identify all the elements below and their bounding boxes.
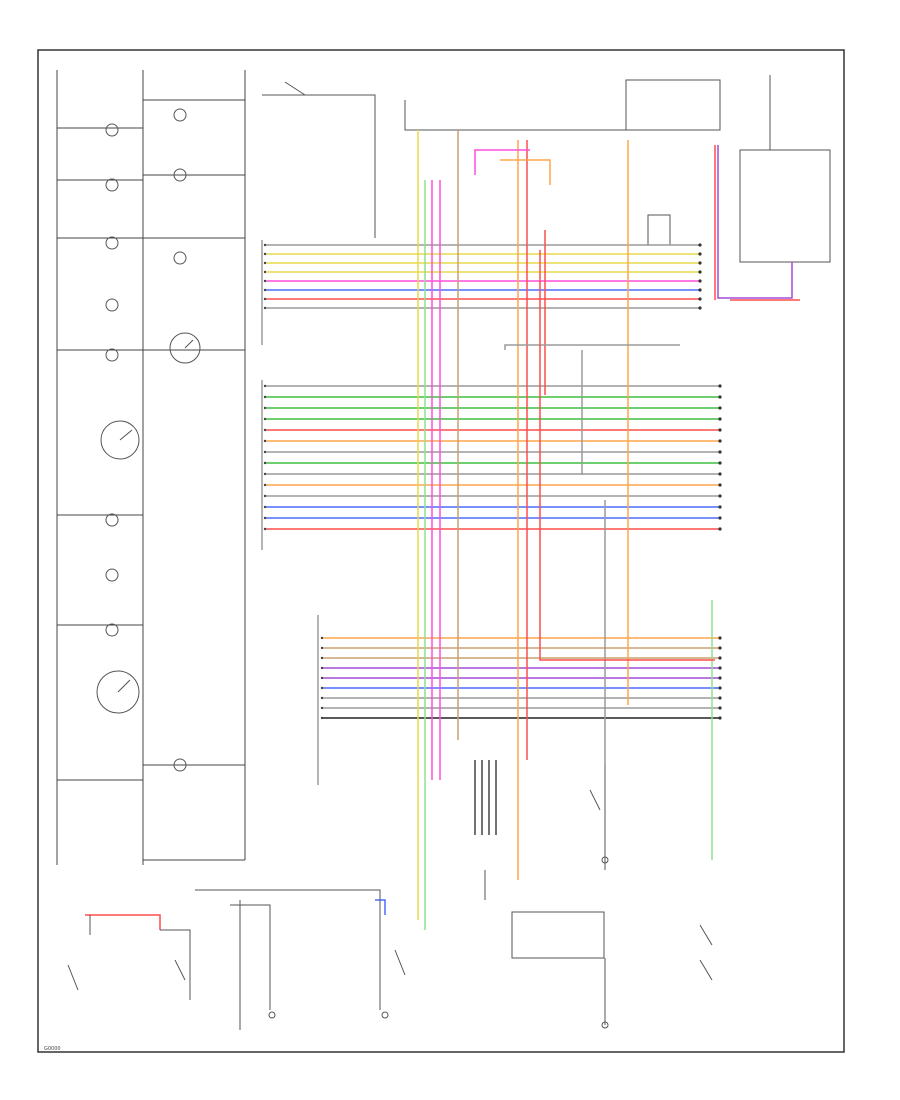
- lamp-icon: [105, 298, 119, 312]
- wire-terminal: [718, 494, 722, 498]
- connector-pin: [320, 716, 324, 720]
- indicator-lamps: [105, 108, 187, 772]
- wire-bus-lower: [320, 636, 722, 720]
- wire-terminal: [698, 270, 702, 274]
- connector-pin: [263, 472, 267, 476]
- fuel-gauge-icon: [169, 332, 201, 364]
- wire-terminal: [718, 716, 722, 720]
- wire-terminal: [698, 279, 702, 283]
- connector-pin: [320, 706, 324, 710]
- wire-terminal: [718, 516, 722, 520]
- wire-terminal: [718, 406, 722, 410]
- connector-pins: [261, 240, 319, 785]
- wire-terminal: [718, 384, 722, 388]
- wire-terminal: [718, 439, 722, 443]
- connector-pin: [263, 243, 267, 247]
- connector-pin: [263, 395, 267, 399]
- ground-icon: [601, 1021, 609, 1029]
- wire-terminal: [718, 461, 722, 465]
- gauges: [96, 332, 201, 714]
- wire-terminal: [698, 288, 702, 292]
- wire-terminal: [718, 656, 722, 660]
- lamp-icon: [105, 513, 119, 527]
- ground-icon: [268, 1011, 276, 1019]
- diagram-frame: [37, 49, 845, 1053]
- lamp-icon: [173, 251, 187, 265]
- wire-terminal: [718, 696, 722, 700]
- connector-pin: [263, 288, 267, 292]
- top-components: [262, 75, 831, 263]
- connector-pin: [263, 428, 267, 432]
- footer-code: G0000: [44, 1046, 61, 1052]
- lamp-icon: [105, 568, 119, 582]
- speedometer-icon: [96, 670, 140, 714]
- wire-terminal: [718, 472, 722, 476]
- connector-pin: [263, 461, 267, 465]
- lamp-icon: [105, 623, 119, 637]
- wire-terminal: [698, 297, 702, 301]
- tachometer-icon: [100, 420, 140, 460]
- connector-pin: [263, 450, 267, 454]
- lamp-icon: [173, 108, 187, 122]
- connector-pin: [263, 384, 267, 388]
- wire-terminal: [698, 252, 702, 256]
- wire-terminal: [718, 676, 722, 680]
- connector-pin: [263, 505, 267, 509]
- wire-terminal: [718, 505, 722, 509]
- lamp-icon: [105, 236, 119, 250]
- connector-pin: [263, 270, 267, 274]
- vertical-wires: [85, 130, 800, 930]
- connector-pin: [320, 666, 324, 670]
- wire-terminal: [718, 666, 722, 670]
- wire-terminal: [718, 527, 722, 531]
- connector-pin: [263, 516, 267, 520]
- wire-terminal: [718, 483, 722, 487]
- wire-terminal: [718, 686, 722, 690]
- lamp-icon: [105, 178, 119, 192]
- connector-pin: [263, 279, 267, 283]
- ground-icon: [601, 856, 609, 864]
- wire-terminal: [718, 395, 722, 399]
- wire-bus-upper: [263, 243, 702, 310]
- wire-terminal: [718, 428, 722, 432]
- connector-pin: [320, 696, 324, 700]
- connector-pin: [263, 252, 267, 256]
- connector-pin: [263, 417, 267, 421]
- connector-pin: [320, 686, 324, 690]
- lamp-icon: [105, 123, 119, 137]
- wire-terminal: [698, 306, 702, 310]
- connector-pin: [263, 261, 267, 265]
- lamp-icon: [105, 348, 119, 362]
- wire-terminal: [698, 261, 702, 265]
- wire-terminal: [718, 450, 722, 454]
- wire-terminal: [718, 417, 722, 421]
- connector-pin: [320, 646, 324, 650]
- wire-terminal: [718, 706, 722, 710]
- wire-terminal: [718, 646, 722, 650]
- lamp-icon: [173, 168, 187, 182]
- bottom-components: [67, 765, 713, 1030]
- wire-bus-middle: [263, 384, 722, 531]
- connector-pin: [263, 527, 267, 531]
- instrument-cluster: [56, 70, 246, 865]
- connector-pin: [263, 494, 267, 498]
- connector-pin: [263, 306, 267, 310]
- connector-pin: [263, 483, 267, 487]
- connector-pin: [263, 297, 267, 301]
- ground-icon: [381, 1011, 389, 1019]
- wire-terminal: [718, 636, 722, 640]
- connector-pin: [320, 676, 324, 680]
- connector-pin: [263, 406, 267, 410]
- lamp-icon: [173, 758, 187, 772]
- wire-terminal: [698, 243, 702, 247]
- connector-pin: [320, 656, 324, 660]
- connector-pin: [320, 636, 324, 640]
- connector-pin: [263, 439, 267, 443]
